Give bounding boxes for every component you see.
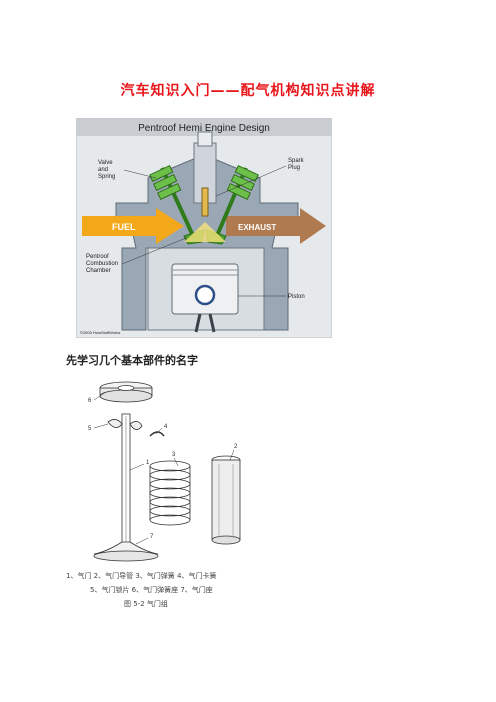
callout-6: 6 bbox=[88, 398, 92, 404]
valve bbox=[93, 413, 159, 562]
svg-text:and: and bbox=[98, 167, 108, 173]
diagram-title-bar bbox=[76, 118, 332, 136]
svg-text:Pentroof: Pentroof bbox=[86, 254, 109, 260]
diagram-title: Pentroof Hemi Engine Design bbox=[138, 123, 270, 134]
engine-diagram: Pentroof Hemi Engine Design FUEL EXHAUST bbox=[76, 118, 332, 338]
callout-4: 4 bbox=[164, 424, 168, 430]
valve-guide bbox=[211, 455, 241, 545]
valve-group-diagram: 6 5 4 3 2 1 7 bbox=[88, 381, 241, 562]
section-heading: 先学习几个基本部件的名字 bbox=[66, 354, 198, 367]
callout-2: 2 bbox=[234, 444, 238, 450]
intake-valve bbox=[149, 164, 205, 245]
callout-7: 7 bbox=[150, 534, 154, 540]
figure-caption-line2: 5、气门锁片 6、气门弹簧座 7、气门座 bbox=[90, 586, 213, 594]
valve-clip bbox=[149, 431, 165, 437]
piston bbox=[171, 263, 239, 333]
svg-text:FUEL: FUEL bbox=[112, 222, 136, 232]
valve-lock bbox=[107, 419, 123, 428]
valve-spring bbox=[149, 460, 191, 526]
svg-text:Plug: Plug bbox=[288, 165, 300, 171]
fuel-arrow bbox=[82, 208, 184, 244]
exhaust-arrow bbox=[226, 208, 326, 244]
figure-caption-title: 图 5-2 气门组 bbox=[124, 600, 168, 608]
svg-text:Piston: Piston bbox=[288, 294, 305, 300]
spring-seat bbox=[99, 381, 153, 403]
svg-text:©2000 HowStuffWorks: ©2000 HowStuffWorks bbox=[80, 330, 120, 335]
figure-caption-line1: 1、气门 2、气门导管 3、气门弹簧 4、气门卡簧 bbox=[66, 572, 217, 580]
svg-text:Combustion: Combustion bbox=[86, 261, 118, 267]
callout-1: 1 bbox=[146, 460, 150, 466]
svg-text:Valve: Valve bbox=[98, 160, 113, 166]
svg-text:Chamber: Chamber bbox=[86, 268, 111, 274]
svg-text:Spring: Spring bbox=[98, 174, 115, 180]
combustion-chamber bbox=[184, 222, 226, 242]
spark-plug bbox=[201, 187, 209, 217]
callout-3: 3 bbox=[172, 452, 176, 458]
callout-5: 5 bbox=[88, 426, 92, 432]
svg-text:EXHAUST: EXHAUST bbox=[238, 223, 276, 232]
svg-text:Spark: Spark bbox=[288, 158, 305, 164]
page-title: 汽车知识入门——配气机构知识点讲解 bbox=[120, 83, 376, 99]
